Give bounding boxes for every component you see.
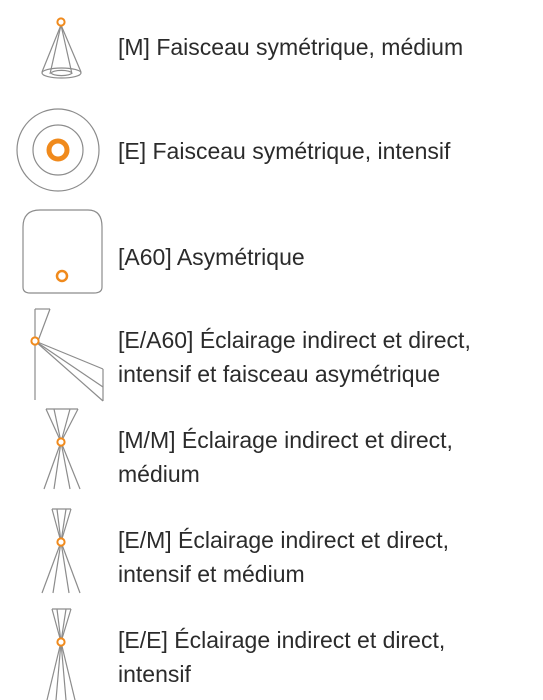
legend-label: [E] Faisceau symétrique, intensif [118, 134, 450, 168]
legend-item-e-a60: [E/A60] Éclairage indirect et direct, in… [0, 305, 543, 405]
legend-item-e: [E] Faisceau symétrique, intensif [0, 100, 543, 210]
indirect-direct-intensive-asymmetric-icon [30, 308, 104, 402]
legend-item-e-e: [E/E] Éclairage indirect et direct, inte… [0, 605, 543, 700]
legend-label: [A60] Asymétrique [118, 240, 305, 274]
legend-item-m: [M] Faisceau symétrique, médium [0, 0, 543, 100]
legend-label-line: intensif et médium [118, 561, 305, 587]
legend-item-e-m: [E/M] Éclairage indirect et direct, inte… [0, 505, 543, 605]
legend-label-line: médium [118, 461, 200, 487]
legend-label-line: [E/E] Éclairage indirect et direct, [118, 627, 446, 653]
indirect-direct-intensive-icon [46, 608, 76, 700]
legend-label-line: intensif et faisceau asymétrique [118, 361, 441, 387]
legend-label: [E/A60] Éclairage indirect et direct, in… [118, 323, 471, 391]
legend-label-line: [E/M] Éclairage indirect et direct, [118, 527, 450, 553]
legend-label: [E/E] Éclairage indirect et direct, inte… [118, 623, 445, 691]
symmetric-medium-beam-icon [41, 17, 82, 79]
legend-label: [M/M] Éclairage indirect et direct, médi… [118, 423, 453, 491]
symmetric-intensive-beam-icon [16, 108, 100, 192]
legend-item-a60: [A60] Asymétrique [0, 205, 543, 305]
asymmetric-beam-icon [22, 209, 103, 294]
legend-label-line: [M/M] Éclairage indirect et direct, [118, 427, 453, 453]
legend-label-line: [M] Faisceau symétrique, médium [118, 34, 464, 60]
legend-label: [E/M] Éclairage indirect et direct, inte… [118, 523, 449, 591]
legend-label-line: intensif [118, 661, 191, 687]
indirect-direct-medium-icon [43, 408, 81, 490]
legend-label-line: [E] Faisceau symétrique, intensif [118, 138, 451, 164]
indirect-direct-intensive-medium-icon [41, 508, 81, 594]
legend-item-m-m: [M/M] Éclairage indirect et direct, médi… [0, 405, 543, 505]
legend-label: [M] Faisceau symétrique, médium [118, 30, 463, 64]
legend-label-line: [A60] Asymétrique [118, 244, 305, 270]
legend-label-line: [E/A60] Éclairage indirect et direct, [118, 327, 471, 353]
